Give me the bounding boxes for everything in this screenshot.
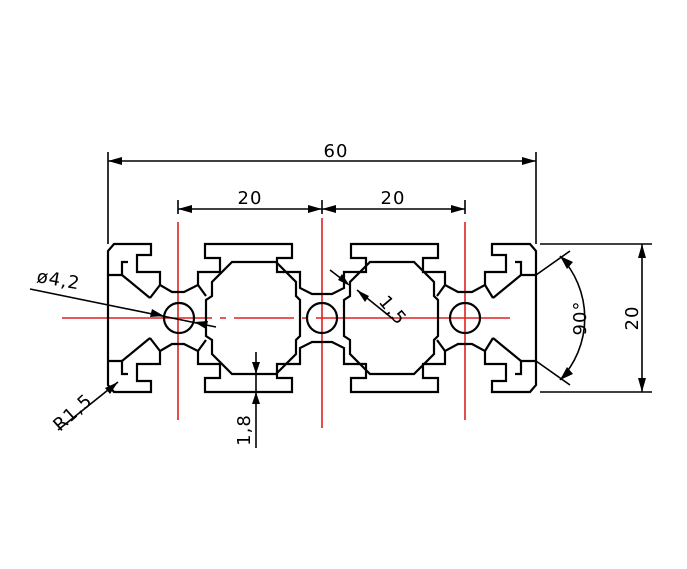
dimension-height: 20 [540,243,652,393]
hole-diameter-label: ø4,2 [35,266,82,294]
height-label: 20 [622,306,643,331]
dimension-corner-radius: R1,5 [49,381,119,436]
left-core-body [149,284,207,352]
dimension-overall-width: 60 [107,141,537,244]
wall-thickness-label: 1,8 [234,414,255,446]
right-chamber [342,260,440,376]
pitch-right-label: 20 [381,188,406,209]
inner-wall-label: 1,5 [374,292,410,330]
outer-contour [106,242,538,394]
right-core-body [436,284,494,352]
left-slot-lower-lip [108,359,128,376]
pitch-left-label: 20 [238,188,263,209]
dimension-inner-wall: 1,5 [329,269,411,330]
corner-radius-label: R1,5 [49,390,97,436]
left-core-hole [162,301,196,335]
centerlines [62,218,510,428]
middle-core-hole [305,301,339,335]
left-slot-inner [121,274,151,362]
dimension-wall-thickness: 1,8 [234,352,266,448]
profile-outline [106,242,538,394]
dimension-angle: 90° [535,250,591,386]
right-slot-lower-lip [515,359,536,376]
left-slot-upper-lip [108,260,128,277]
overall-width-label: 60 [324,141,349,162]
angle-label: 90° [570,301,591,336]
dimension-pitch: 20 20 [177,188,466,214]
left-chamber [204,260,302,376]
right-slot-upper-lip [515,260,536,277]
right-slot-inner [492,274,522,362]
right-core-hole [448,301,482,335]
